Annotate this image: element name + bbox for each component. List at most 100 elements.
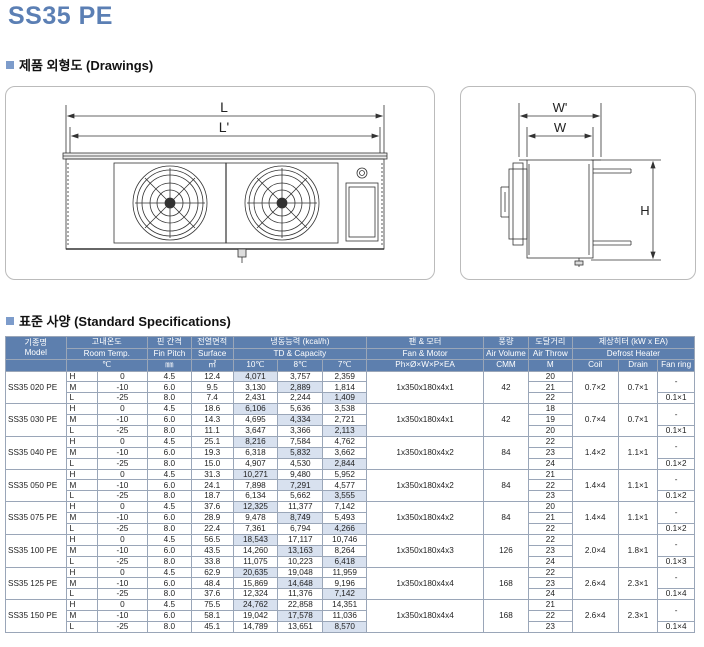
capacity-c7-cell: 9,196 (322, 577, 368, 590)
fin-pitch-cell: 8.0 (146, 555, 192, 568)
mode-cell: H (65, 566, 98, 579)
fin-pitch-cell: 4.5 (146, 566, 192, 579)
capacity-c10-cell: 14,789 (232, 620, 279, 633)
fan-spec-header: Ph×Ø×W×P×EA (366, 359, 485, 372)
fan-ring-cell: 0.1×1 (657, 392, 695, 405)
capacity-c8-cell: 17,117 (277, 533, 324, 546)
temp-cell: -25 (96, 457, 148, 470)
air-throw-cell: 20 (527, 501, 573, 514)
drain-heater-cell: 0.7×1 (617, 403, 659, 437)
temp-cell: -25 (96, 620, 148, 633)
capacity-c7-cell: 5,952 (322, 468, 368, 481)
capacity-c8-cell: 19,048 (277, 566, 324, 579)
fin-pitch-cell: 4.5 (146, 599, 192, 612)
col-air-volume-header: 풍량 (483, 336, 529, 349)
capacity-c10-cell: 20,635 (232, 566, 279, 579)
air-throw-cell: 20 (527, 424, 573, 437)
capacity-c7-cell: 4,577 (322, 479, 368, 492)
col-surface-header: 전열면적 (190, 336, 234, 349)
fin-pitch-cell: 6.0 (146, 512, 192, 524)
air-volume-cell: 126 (483, 533, 529, 568)
side-view-drawing-panel: W' W H (460, 86, 696, 280)
td10-header: 10℃ (232, 359, 279, 372)
model-name-cell: SS35 020 PE (5, 370, 67, 405)
drain-heater-cell: 1.1×1 (617, 501, 659, 535)
mode-cell: M (65, 446, 98, 459)
temp-cell: 0 (96, 501, 148, 514)
capacity-c8-cell: 10,223 (277, 555, 324, 568)
capacity-c8-cell: 4,334 (277, 414, 324, 426)
capacity-c10-cell: 3,647 (232, 424, 279, 437)
fan-ring-cell: 0.1×1 (657, 424, 695, 437)
capacity-c8-cell: 5,662 (277, 490, 324, 503)
specs-section-title: 표준 사양 (Standard Specifications) (19, 314, 231, 329)
capacity-c8-cell: 9,480 (277, 468, 324, 481)
fin-pitch-cell: 8.0 (146, 620, 192, 633)
room-temp-en: Room Temp. (65, 347, 148, 360)
fan-ring-cell: - (657, 599, 695, 622)
fin-pitch-cell: 4.5 (146, 403, 192, 416)
capacity-c8-cell: 4,530 (277, 457, 324, 470)
temp-cell: -10 (96, 544, 148, 557)
fin-pitch-cell: 8.0 (146, 457, 192, 470)
capacity-c8-cell: 13,651 (277, 620, 324, 633)
fan-ring-cell: 0.1×3 (657, 555, 695, 568)
capacity-c10-cell: 18,543 (232, 533, 279, 546)
drain-heater-cell: 1.1×1 (617, 468, 659, 503)
temp-cell: -10 (96, 577, 148, 590)
air-throw-cell: 21 (527, 468, 573, 481)
capacity-c7-cell: 8,570 (322, 620, 368, 633)
defrost-en: Defrost Heater (571, 347, 696, 360)
capacity-c10-cell: 6,134 (232, 490, 279, 503)
capacity-c10-cell: 4,071 (232, 370, 279, 383)
air-throw-cell: 23 (527, 544, 573, 557)
temp-cell: 0 (96, 403, 148, 416)
mode-cell: L (65, 392, 98, 405)
td7-header: 7℃ (322, 359, 368, 372)
capacity-c10-cell: 11,075 (232, 555, 279, 568)
air-volume-en: Air Volume (483, 347, 529, 360)
capacity-c8-cell: 7,291 (277, 479, 324, 492)
fan-ring-cell: - (657, 468, 695, 491)
fan-motor-cell: 1x350x180x4x2 (366, 435, 485, 470)
temp-cell: 0 (96, 370, 148, 383)
capacity-c8-cell: 2,244 (277, 392, 324, 405)
capacity-c7-cell: 7,142 (322, 501, 368, 514)
fan-ring-cell: - (657, 435, 695, 459)
surface-cell: 28.9 (190, 512, 234, 524)
throw-unit: M (527, 359, 573, 372)
air-volume-cell: 168 (483, 566, 529, 601)
capacity-c7-cell: 4,266 (322, 522, 368, 535)
capacity-c8-cell: 11,377 (277, 501, 324, 514)
fin-pitch-cell: 6.0 (146, 446, 192, 459)
capacity-c8-cell: 3,757 (277, 370, 324, 383)
mode-cell: M (65, 414, 98, 426)
capacity-c7-cell: 2,359 (322, 370, 368, 383)
air-throw-cell: 23 (527, 577, 573, 590)
surface-cell: 75.5 (190, 599, 234, 612)
capacity-c10-cell: 9,478 (232, 512, 279, 524)
model-name-cell: SS35 150 PE (5, 599, 67, 633)
fin-unit: ㎜ (146, 359, 192, 372)
capacity-c10-cell: 7,898 (232, 479, 279, 492)
coil-header: Coil (571, 359, 619, 372)
surface-cell: 18.7 (190, 490, 234, 503)
temp-cell: 0 (96, 468, 148, 481)
capacity-c8-cell: 8,749 (277, 512, 324, 524)
surface-cell: 22.4 (190, 522, 234, 535)
surface-cell: 24.1 (190, 479, 234, 492)
capacity-c7-cell: 6,418 (322, 555, 368, 568)
mode-cell: M (65, 479, 98, 492)
mode-cell: L (65, 522, 98, 535)
fan-motor-cell: 1x350x180x4x4 (366, 599, 485, 633)
bullet-icon (6, 316, 14, 325)
